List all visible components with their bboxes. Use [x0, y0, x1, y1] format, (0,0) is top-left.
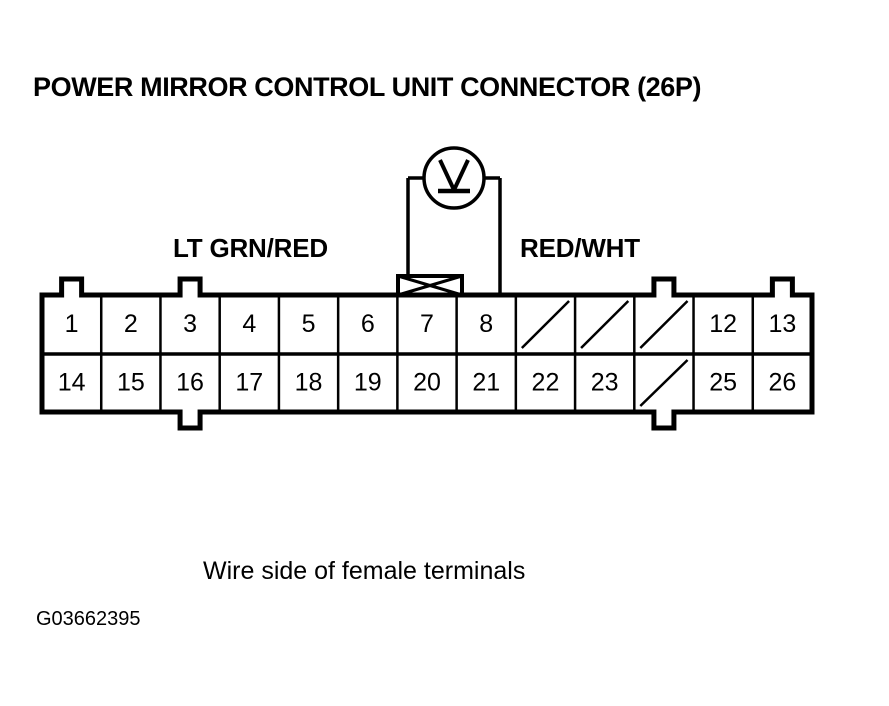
wire-label-left: LT GRN/RED — [173, 233, 328, 263]
terminal-cell: 16 — [176, 369, 204, 397]
terminal-cell: 23 — [591, 369, 619, 397]
terminal-number: 17 — [235, 369, 263, 397]
terminal-cell: 26 — [768, 369, 796, 397]
terminal-cell: 13 — [768, 310, 796, 338]
figure-id: G03662395 — [36, 608, 141, 630]
terminal-cell: 21 — [472, 369, 500, 397]
terminal-number: 7 — [420, 310, 434, 338]
terminal-cell: 25 — [709, 369, 737, 397]
terminal-cell — [639, 300, 689, 349]
terminal-cell: 8 — [479, 310, 493, 338]
terminal-number: 12 — [709, 310, 737, 338]
terminal-cell: 17 — [235, 369, 263, 397]
terminal-number: 15 — [117, 369, 145, 397]
terminal-cell: 2 — [124, 310, 138, 338]
terminal-cell — [520, 300, 570, 349]
terminal-cell: 19 — [354, 369, 382, 397]
terminal-number: 6 — [361, 310, 375, 338]
terminal-number: 13 — [768, 310, 796, 338]
diagram-caption: Wire side of female terminals — [203, 557, 526, 585]
terminal-number: 18 — [295, 369, 323, 397]
voltmeter-icon — [422, 146, 486, 210]
terminal-number: 3 — [183, 310, 197, 338]
terminal-number: 14 — [58, 369, 86, 397]
terminal-number: 22 — [532, 369, 560, 397]
terminal-number: 19 — [354, 369, 382, 397]
terminal-number: 4 — [242, 310, 256, 338]
terminal-cell: 20 — [413, 369, 441, 397]
terminal-cell: 14 — [58, 369, 86, 397]
terminal-cell: 1 — [65, 310, 79, 338]
terminal-number: 1 — [65, 310, 79, 338]
unused-terminal-slash — [639, 359, 689, 407]
voltmeter-v-stroke-right — [452, 159, 470, 191]
terminal-number: 25 — [709, 369, 737, 397]
terminal-cell: 4 — [242, 310, 256, 338]
terminal-cell: 12 — [709, 310, 737, 338]
terminal-number: 2 — [124, 310, 138, 338]
terminal-cell: 5 — [302, 310, 316, 338]
terminal-cell: 7 — [420, 310, 434, 338]
unused-terminal-slash — [639, 300, 689, 349]
terminal-cell: 6 — [361, 310, 375, 338]
terminal-cell — [639, 359, 689, 407]
terminal-number: 5 — [302, 310, 316, 338]
terminal-number: 16 — [176, 369, 204, 397]
terminal-number: 23 — [591, 369, 619, 397]
terminal-number: 26 — [768, 369, 796, 397]
terminal-number: 20 — [413, 369, 441, 397]
terminal-cell: 3 — [183, 310, 197, 338]
terminal-cell: 22 — [532, 369, 560, 397]
unused-terminal-slash — [580, 300, 630, 349]
page-title: POWER MIRROR CONTROL UNIT CONNECTOR (26P… — [33, 72, 702, 102]
terminal-cell: 15 — [117, 369, 145, 397]
terminal-cell — [580, 300, 630, 349]
probe-marker-x-stroke-2 — [397, 274, 463, 297]
terminal-number: 21 — [472, 369, 500, 397]
terminal-cell: 18 — [295, 369, 323, 397]
unused-terminal-slash — [520, 300, 570, 349]
terminal-number: 8 — [479, 310, 493, 338]
voltmeter-v-stroke-left — [438, 159, 456, 191]
wire-label-right: RED/WHT — [520, 233, 640, 263]
